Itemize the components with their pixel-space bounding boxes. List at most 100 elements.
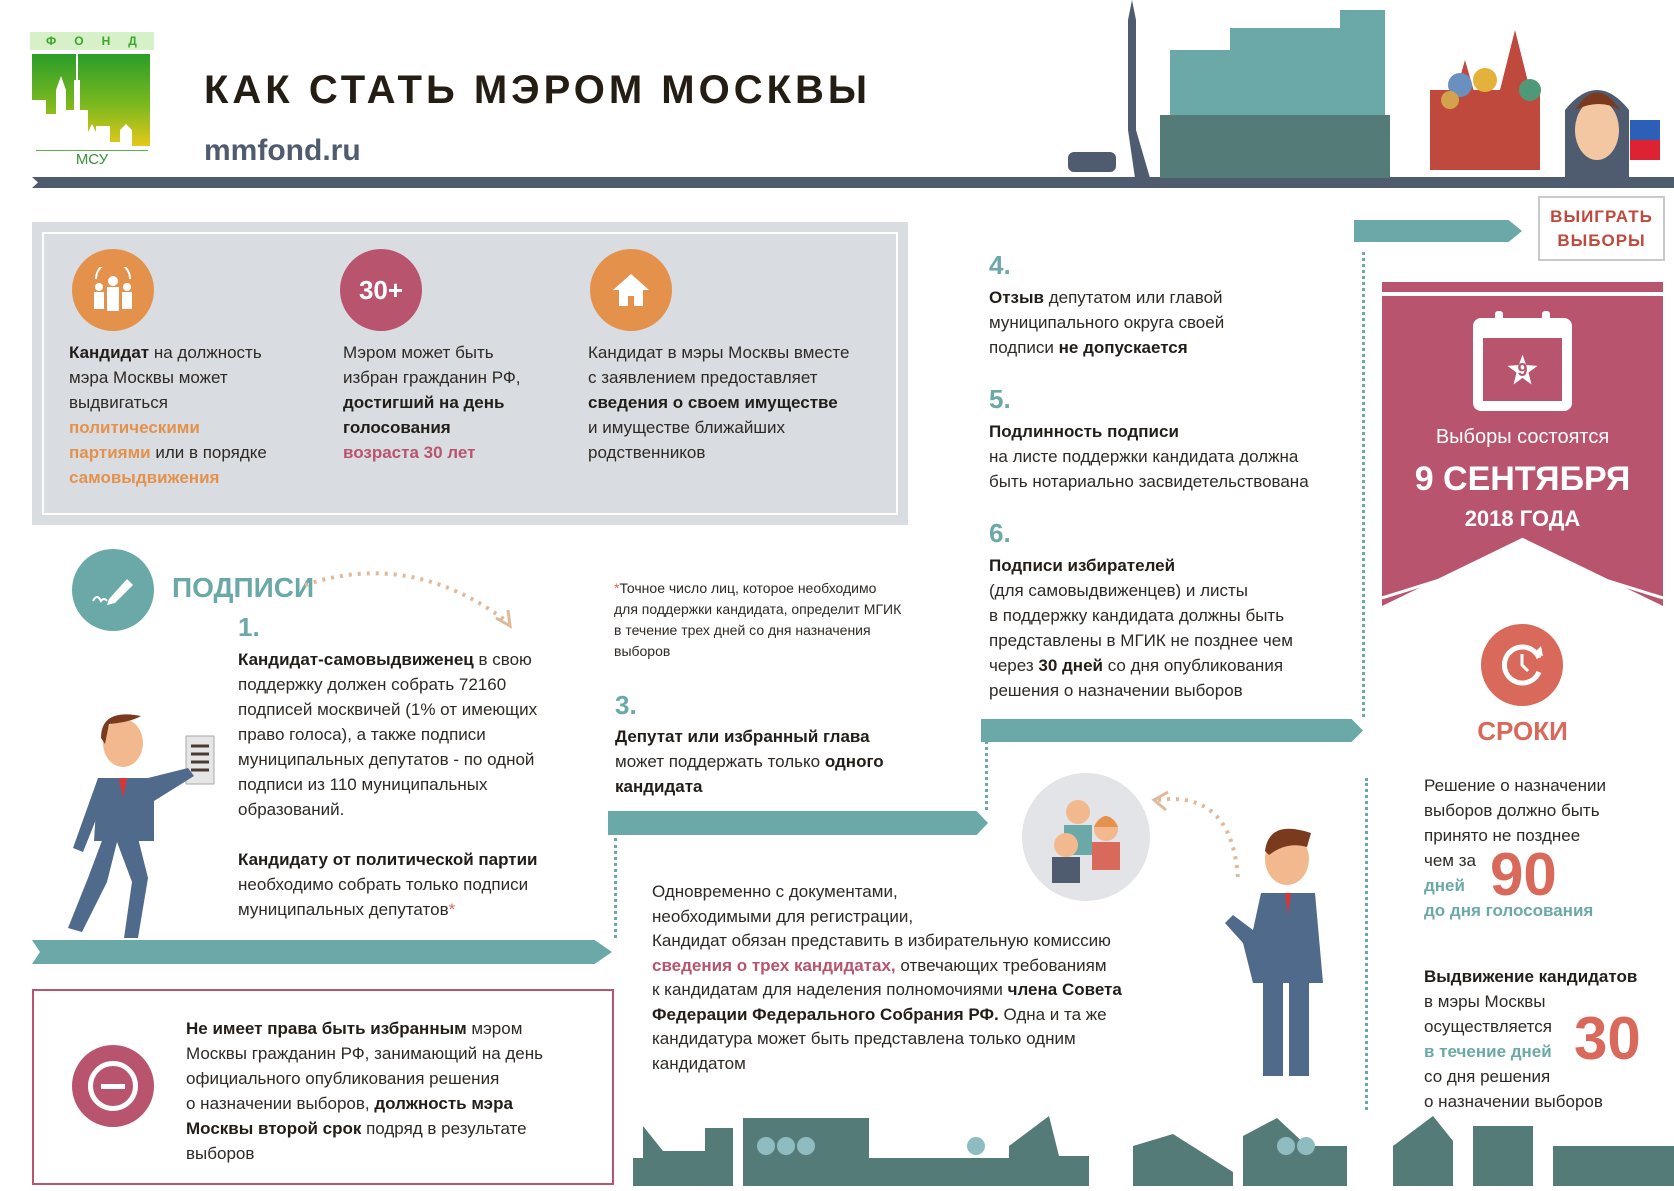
text-segment: сведения о трех кандидатах, (652, 955, 896, 975)
text-segment: * (448, 900, 456, 919)
timeline-dots-1 (614, 838, 617, 938)
restriction-text: Не имеет права быть избранным мэром Моск… (186, 1016, 543, 1166)
logo-top-text: ФОНД (30, 32, 154, 50)
text-segment: (для самовыдвиженцев) и листы в поддержк… (989, 581, 1293, 675)
text-segment: * (614, 580, 620, 596)
timeline-dots-3 (1362, 252, 1365, 717)
dotted-arrow-2-icon (1151, 790, 1240, 881)
age-30-plus-icon: 30+ (340, 249, 422, 331)
prohibited-icon (72, 1045, 154, 1127)
calendar-day: 9 (1507, 354, 1538, 385)
ribbon-chevron-line (1382, 552, 1663, 600)
step-5-text: Подлинность подписи на листе поддержки к… (989, 419, 1309, 494)
walking-candidate-illustration (68, 714, 215, 938)
age-badge-label: 30+ (358, 274, 404, 305)
text-segment: и имуществе ближайших родственников (588, 418, 785, 462)
candidates-people-icon (72, 249, 154, 331)
text-segment: Отзыв (989, 288, 1044, 307)
text-segment: одного кандидата (615, 752, 884, 796)
election-date: 9 СЕНТЯБРЯ (1414, 460, 1631, 498)
timeline-bar-top (1354, 220, 1522, 242)
sign-line-2: ВЫБОРЫ (1557, 231, 1646, 250)
logo-bottom-text: МСУ (36, 150, 148, 169)
text-segment: Кандидату от политической партии (238, 850, 538, 869)
timeline-bar-1 (32, 940, 612, 964)
text-segment: Точное число лиц, которое необходимо для… (614, 580, 902, 659)
deadline-1-number: 90 (1490, 841, 1557, 908)
timeline-bar-2 (608, 811, 988, 835)
text-segment: достигший на день голосования (343, 393, 505, 437)
deadline-1-text: Решение о назначении выборов должно быть… (1424, 773, 1606, 923)
text-segment: необходимо собрать только подписи муници… (238, 875, 529, 919)
text-segment: подряд в результате выборов (186, 1119, 527, 1163)
timeline-bar-3 (981, 719, 1363, 742)
text-segment: в свою поддержку должен собрать 72160 по… (238, 650, 538, 819)
text-segment: члена Совета Федерации Федерального Собр… (652, 980, 1122, 1024)
page-title: КАК СТАТЬ МЭРОМ МОСКВЫ (204, 68, 872, 112)
text-segment: депутатом или главой муниципального окру… (989, 288, 1225, 357)
election-date-banner (1382, 282, 1663, 292)
step-4-text: Отзыв депутатом или главой муниципальног… (989, 285, 1224, 360)
intro-panel (32, 222, 908, 525)
text-segment: Одновременно с документами, необходимыми… (652, 882, 1111, 950)
text-segment: со дня опубликования решения о назначени… (989, 656, 1284, 700)
step-1-number: 1. (238, 612, 260, 642)
site-url[interactable]: mmfond.ru (204, 134, 361, 167)
deadline-2-number: 30 (1574, 1005, 1641, 1072)
text-segment: отвечающих требованиям к кандидатам для … (652, 955, 1107, 1000)
election-line-1: Выборы состоятся (1435, 426, 1610, 448)
deadlines-heading: СРОКИ (1477, 716, 1568, 746)
signature-pen-icon (72, 549, 154, 631)
text-segment: Кандидат (69, 343, 150, 362)
text-segment: не допускается (1058, 338, 1188, 357)
text-segment: мэром Москвы гражданин РФ, занимающий на… (186, 1019, 543, 1113)
election-year: 2018 ГОДА (1464, 506, 1581, 531)
text-segment: Кандидат-самовыдвиженец (238, 650, 474, 669)
text-segment: на должность мэра Москвы может выдвигать… (69, 343, 262, 412)
moscow-skyline-illustration (1068, 0, 1660, 178)
text-segment: возраста 30 лет (343, 443, 476, 462)
sign-line-1: ВЫИГРАТЬ (1550, 207, 1653, 226)
timeline-dots-2 (985, 735, 988, 810)
standing-candidate-illustration (1225, 828, 1323, 1076)
step-3-number: 3. (615, 690, 637, 720)
step-6-number: 6. (989, 518, 1011, 548)
calendar-icon: 9 (1473, 311, 1572, 411)
intro-text-candidate: Кандидат на должность мэра Москвы может … (69, 340, 267, 490)
text-segment: со дня решения о назначении выборов (1424, 1067, 1603, 1111)
text-segment: сведения о своем имуществе (588, 393, 838, 412)
step-4-number: 4. (989, 250, 1011, 280)
text-segment: Депутат или избранный глава (615, 727, 870, 746)
timeline-dots-4 (1365, 778, 1368, 1110)
signatures-heading: ПОДПИСИ (172, 572, 315, 603)
text-segment: может поддержать только (615, 752, 821, 771)
step-1-text: Кандидат-самовыдвиженец в свою поддержку… (238, 647, 538, 922)
text-segment: Подлинность подписи (989, 422, 1179, 441)
step-3-text: Депутат или избранный глава может поддер… (615, 724, 884, 799)
text-segment: на листе поддержки кандидата должна быть… (989, 447, 1309, 491)
deadline-2-text: Выдвижение кандидатов в мэры Москвы осущ… (1424, 964, 1637, 1114)
text-segment: или в порядке (155, 443, 267, 462)
text-segment: Подписи избирателей (989, 556, 1176, 575)
step-6-text: Подписи избирателей (для самовыдвиженцев… (989, 553, 1293, 703)
header-divider (32, 177, 1674, 188)
text-segment: самовыдвижения (69, 468, 220, 487)
text-segment: Решение о назначении выборов должно быть… (1424, 776, 1606, 870)
text-segment: Кандидат в мэры Москвы вместе с заявлени… (588, 343, 850, 387)
step-5-number: 5. (989, 384, 1011, 414)
logo: ФОНД МСУ (30, 32, 154, 169)
three-candidates-icon (1022, 773, 1150, 901)
text-segment: 30 дней (1038, 656, 1103, 675)
city-skyline-bottom-illustration (633, 1116, 1674, 1186)
house-icon (590, 249, 672, 331)
text-segment: Выдвижение кандидатов (1424, 967, 1638, 986)
dotted-arrow-icon (304, 571, 512, 629)
federation-council-text: Одновременно с документами, необходимыми… (652, 880, 1122, 1076)
text-segment: Не имеет права быть избранным (186, 1019, 467, 1038)
text-segment: Одна и та же кандидатура может быть пред… (652, 1004, 1107, 1073)
intro-text-property: Кандидат в мэры Москвы вместе с заявлени… (588, 340, 849, 465)
text-segment: в мэры Москвы осуществляется (1424, 992, 1552, 1036)
text-segment: в течение дней (1424, 1042, 1552, 1061)
footnote-text: *Точное число лиц, которое необходимо дл… (614, 578, 901, 662)
text-segment: Мэром может быть избран гражданин РФ, (343, 343, 521, 387)
